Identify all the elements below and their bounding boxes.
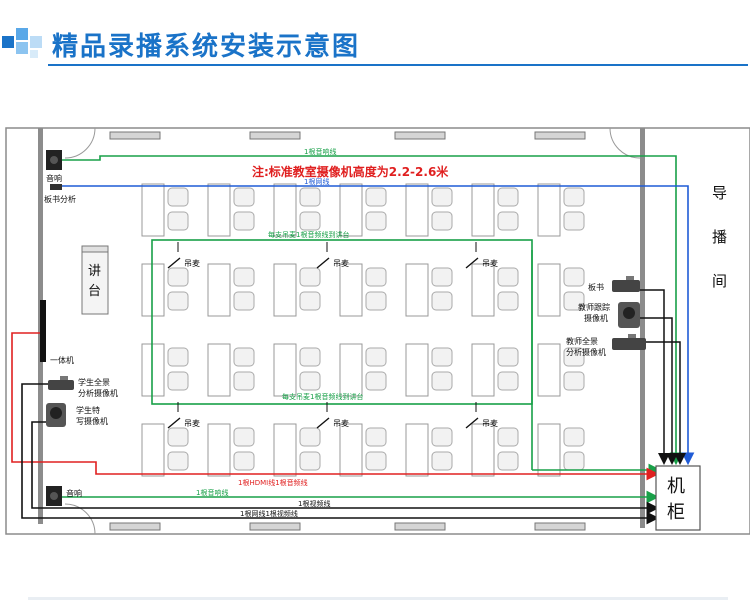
desk-set [207, 423, 255, 477]
page-title: 精品录播系统安装示意图 [52, 32, 361, 62]
podium-label-2: 台 [88, 284, 101, 299]
teacher-pan-label-2: 分析摄像机 [566, 347, 606, 357]
hanging-mics: 吊麦吊麦吊麦吊麦吊麦吊麦 [167, 242, 498, 429]
podium [81, 245, 109, 315]
speaker-bottom-label: 音响 [66, 488, 82, 498]
desk-set [141, 423, 189, 477]
hanging-mic: 吊麦 [465, 402, 498, 429]
podium-label-1: 讲 [88, 264, 101, 279]
header: 精品录播系统安装示意图 [0, 0, 750, 80]
hanging-mic-label: 吊麦 [333, 418, 349, 428]
student-close-label-1: 学生特 [76, 405, 100, 415]
all-in-one-label: 一体机 [50, 355, 74, 365]
student-desks [141, 183, 585, 477]
desk-set [273, 183, 321, 237]
teacher-pan-label-1: 教师全景 [566, 336, 598, 346]
cabinet-label-2: 柜 [667, 502, 685, 523]
desk-set [405, 263, 453, 317]
speaker-top-label: 音响 [46, 173, 62, 183]
hanging-mic-label: 吊麦 [184, 418, 200, 428]
desk-set [405, 343, 453, 397]
hanging-mic: 吊麦 [316, 242, 349, 269]
control-room-label-1: 导 [712, 184, 727, 202]
squares-logo-icon [2, 28, 42, 58]
student-closeup-camera-icon [46, 403, 66, 427]
student-panorama-camera-icon [48, 376, 74, 390]
cable-mic-bottom: 每支吊麦1根音频线到讲台 [282, 392, 363, 401]
control-room-label-3: 间 [712, 272, 727, 290]
cable-mic-top: 每支吊麦1根音频线到讲台 [268, 230, 349, 239]
hanging-mic-label: 吊麦 [333, 258, 349, 268]
desk-set [339, 183, 387, 237]
camera-height-note: 注:标准教室摄像机高度为2.2-2.6米 [252, 164, 449, 179]
hanging-mic: 吊麦 [316, 402, 349, 429]
teacher-tracking-camera-icon [618, 302, 640, 328]
board-analysis-camera-icon [50, 184, 62, 190]
cable-audio-bottom: 1根音响线 [196, 488, 228, 497]
blackboard-cam-label: 板书 [588, 282, 604, 292]
hanging-mic-label: 吊麦 [482, 418, 498, 428]
student-pan-label-2: 分析摄像机 [78, 388, 118, 398]
title-underline [48, 64, 748, 66]
desk-set [471, 183, 519, 237]
desk-set [471, 263, 519, 317]
cable-network-top: 1根网线 [304, 177, 329, 186]
desk-set [471, 343, 519, 397]
footer-rule [28, 597, 728, 600]
desk-set [471, 423, 519, 477]
desk-set [273, 423, 321, 477]
hanging-mic: 吊麦 [167, 402, 200, 429]
hanging-mic: 吊麦 [465, 242, 498, 269]
teacher-track-label-1: 教师跟踪 [578, 302, 610, 312]
speaker-bottom-icon [46, 486, 62, 506]
desk-set [141, 263, 189, 317]
board-analysis-label: 板书分析 [44, 194, 76, 204]
cable-hdmi-audio: 1根HDMI线1根音频线 [238, 478, 308, 487]
student-pan-label-1: 学生全景 [78, 377, 110, 387]
desk-set [339, 263, 387, 317]
desk-set [207, 263, 255, 317]
desk-set [537, 263, 585, 317]
teacher-track-label-2: 摄像机 [584, 313, 608, 323]
desk-set [273, 263, 321, 317]
hanging-mic: 吊麦 [167, 242, 200, 269]
cabinet [655, 465, 701, 531]
cable-network-video: 1根网线1根视频线 [240, 509, 298, 518]
student-close-label-2: 写摄像机 [76, 416, 108, 426]
control-room-label-2: 播 [712, 228, 727, 246]
cable-video-bottom: 1根视频线 [298, 499, 330, 508]
desk-set [537, 423, 585, 477]
all-in-one-device [40, 300, 46, 362]
desk-set [405, 423, 453, 477]
hanging-mic-label: 吊麦 [482, 258, 498, 268]
desk-set [339, 343, 387, 397]
hanging-mic-label: 吊麦 [184, 258, 200, 268]
desk-set [273, 343, 321, 397]
desk-set [537, 343, 585, 397]
cabinet-label-1: 机 [667, 476, 685, 497]
desk-set [537, 183, 585, 237]
blackboard-camera-icon [612, 276, 640, 292]
desk-set [141, 343, 189, 397]
desk-set [339, 423, 387, 477]
desk-set [207, 343, 255, 397]
teacher-panorama-camera-icon [612, 334, 646, 350]
desk-set [207, 183, 255, 237]
desk-set [141, 183, 189, 237]
desk-set [405, 183, 453, 237]
speaker-icon [46, 150, 62, 170]
cable-audio-top: 1根音响线 [304, 147, 336, 156]
